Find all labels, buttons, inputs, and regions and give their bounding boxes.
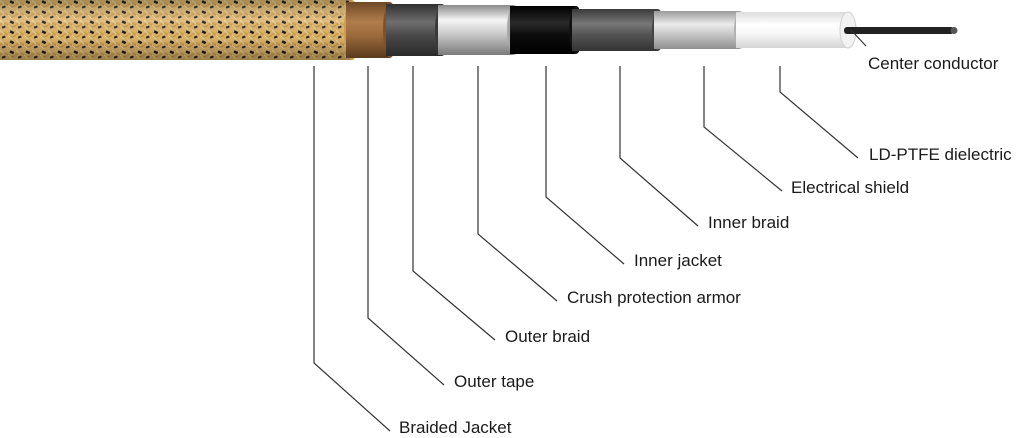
leader-line-electrical-shield bbox=[703, 66, 783, 192]
inner-braid-layer bbox=[572, 9, 664, 51]
leader-line-outer-braid bbox=[412, 66, 496, 341]
ld-ptfe-dielectric-layer bbox=[736, 11, 857, 49]
label-outer-tape: Outer tape bbox=[454, 372, 535, 391]
leader-line-inner-jacket bbox=[545, 66, 625, 265]
label-crush-protection-armor: Crush protection armor bbox=[567, 288, 741, 307]
braided-jacket-layer bbox=[0, 0, 360, 60]
leader-line-crush-protection-armor bbox=[477, 66, 558, 302]
label-outer-braid: Outer braid bbox=[505, 327, 591, 346]
electrical-shield-layer bbox=[654, 11, 746, 49]
label-electrical-shield: Electrical shield bbox=[791, 178, 910, 197]
label-ld-ptfe-dielectric: LD-PTFE dielectric bbox=[869, 145, 1012, 164]
leader-lines bbox=[313, 29, 867, 432]
leader-line-ld-ptfe-dielectric bbox=[779, 66, 859, 159]
leader-line-center-conductor bbox=[850, 29, 867, 47]
leader-line-outer-tape bbox=[367, 66, 445, 386]
center-conductor-layer bbox=[844, 27, 958, 34]
leader-line-braided-jacket bbox=[313, 66, 391, 432]
label-inner-jacket: Inner jacket bbox=[634, 251, 722, 270]
label-braided-jacket: Braided Jacket bbox=[399, 418, 512, 437]
crush-protection-armor-layer bbox=[438, 5, 521, 55]
label-center-conductor: Center conductor bbox=[868, 54, 999, 73]
label-inner-braid: Inner braid bbox=[708, 213, 790, 232]
leader-line-inner-braid bbox=[619, 66, 699, 227]
